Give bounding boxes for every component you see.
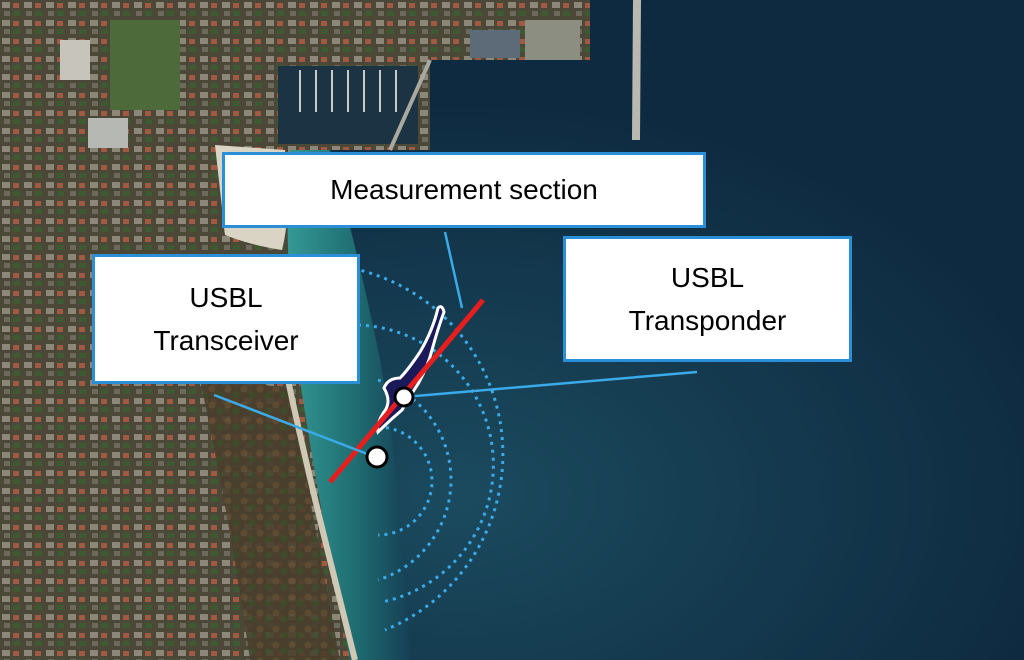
leader-measurement [443, 231, 464, 309]
land-area [0, 0, 590, 660]
transceiver-marker [365, 445, 389, 469]
breakwater [632, 0, 641, 140]
usbl-transceiver-callout: USBL Transceiver [92, 254, 360, 384]
leader-lines [213, 231, 698, 457]
transponder-label-line1: USBL [670, 261, 745, 293]
forest-area [200, 380, 340, 660]
transponder-label-line2: Transponder [628, 305, 787, 336]
acoustic-ring [377, 425, 434, 537]
acoustic-ring [377, 378, 453, 582]
transceiver-label-line1: USBL [189, 281, 263, 313]
transceiver-label-line2: Transceiver [153, 325, 299, 356]
measurement-section-callout: Measurement section [222, 152, 706, 228]
leader-transponder [403, 370, 698, 399]
harbour-building [525, 20, 580, 60]
harbour-building [88, 118, 128, 148]
marina-piers [299, 70, 397, 112]
acoustic-rings [329, 263, 505, 632]
coast-beach-line [285, 379, 358, 660]
harbour-building [470, 30, 520, 58]
transponder-marker [393, 386, 415, 408]
park-area [110, 20, 180, 110]
marina-pier-diagonal [388, 59, 432, 151]
measurement-section-label: Measurement section [330, 174, 598, 206]
harbour-building [60, 40, 90, 80]
leader-transceiver [213, 393, 371, 457]
usbl-transponder-callout: USBL Transponder [563, 236, 852, 362]
